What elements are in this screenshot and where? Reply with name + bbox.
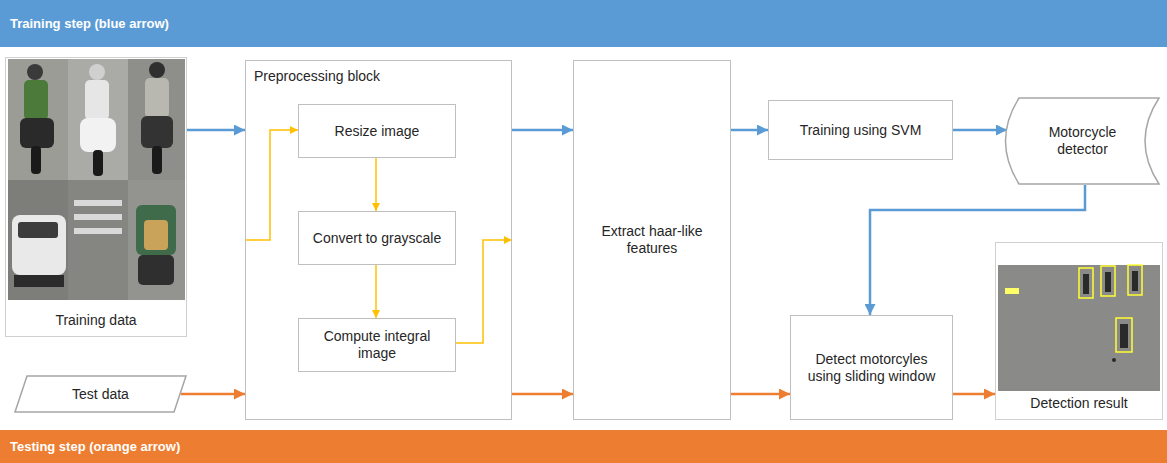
node-label: Training using SVM (800, 122, 922, 139)
flow-arrow (181, 393, 245, 396)
pedicab-base (138, 255, 174, 285)
band-title: Testing step (orange arrow) (10, 439, 180, 455)
image-panel: Training data (5, 57, 187, 337)
motorcycle (1105, 272, 1111, 292)
car-window (18, 222, 58, 238)
photo-background (128, 180, 185, 300)
node-label: Training data (55, 312, 136, 329)
road-marking (74, 228, 122, 234)
node-label: Compute integral image (309, 328, 445, 362)
training-photos (8, 59, 185, 300)
road-marking (74, 214, 122, 220)
flow-arrow (953, 129, 1007, 132)
process-box: Detect motorcyles using sliding window (790, 315, 953, 420)
flow-arrow (245, 130, 298, 240)
helmet (149, 62, 165, 78)
motorcycle (1083, 274, 1089, 294)
section-band: Testing step (orange arrow) (0, 430, 1167, 463)
rider (85, 80, 109, 120)
photo-background (68, 59, 128, 180)
wheel (152, 146, 162, 174)
photo-background (68, 180, 128, 300)
node-label: Test data (72, 386, 129, 403)
data-parallelogram-path (15, 376, 186, 412)
flow-arrow (375, 158, 377, 211)
wheel (93, 150, 103, 176)
flow-arrow (870, 185, 1085, 315)
flow-arrow (953, 393, 995, 396)
motorcycle (80, 118, 116, 152)
motorcycle (1120, 324, 1128, 348)
photo-background (8, 59, 68, 180)
motorcycle (141, 116, 173, 148)
detection-box (1128, 265, 1142, 295)
rider (24, 80, 48, 120)
node-label: Preprocessing block (254, 68, 380, 85)
object (1112, 358, 1116, 362)
node-label: Motorcycle detector (1031, 124, 1134, 158)
score-tag (1005, 288, 1019, 294)
car (12, 215, 66, 275)
rider (145, 78, 169, 118)
node-label: Extract haar-like features (584, 223, 720, 257)
wheel (31, 146, 41, 174)
detection-box (1116, 318, 1132, 352)
detection-box (1079, 268, 1093, 298)
flow-arrow (375, 265, 377, 318)
storage-shape: Motorcycle detector (1005, 97, 1160, 185)
flow-arrow (187, 129, 245, 132)
data-parallelogram: Test data (14, 375, 187, 413)
node-label: Detection result (1030, 395, 1127, 412)
photo-background (998, 265, 1160, 391)
node-label: Detect motorcyles using sliding window (801, 351, 942, 385)
road-marking (74, 200, 122, 206)
flow-arrow (512, 393, 573, 396)
photo-background (128, 59, 185, 180)
node-label: Convert to grayscale (313, 230, 441, 247)
photo-background (8, 180, 68, 300)
flow-arrow (456, 240, 512, 343)
image-panel: Detection result (995, 242, 1163, 420)
band-title: Training step (blue arrow) (10, 16, 169, 32)
process-box: Resize image (298, 104, 456, 158)
process-box: Convert to grayscale (298, 211, 456, 265)
helmet (89, 64, 105, 80)
pedicab (136, 205, 176, 255)
helmet (27, 64, 43, 80)
flow-arrow (512, 129, 573, 132)
car-bumper (14, 275, 64, 287)
motorcycle (20, 118, 54, 148)
storage-shape-path (1006, 98, 1160, 184)
node-label: Resize image (335, 123, 420, 140)
process-box: Training using SVM (768, 100, 953, 160)
group-box: Resize imageConvert to grayscaleCompute … (245, 60, 512, 420)
detection-box (1101, 266, 1115, 296)
pedicab-seat (144, 220, 168, 250)
process-box: Extract haar-like features (573, 60, 731, 420)
flow-arrow (731, 393, 790, 396)
section-band: Training step (blue arrow) (0, 0, 1167, 47)
detection-photo (998, 265, 1160, 391)
process-box: Compute integral image (298, 318, 456, 372)
motorcycle (1132, 271, 1138, 291)
flow-arrow (731, 129, 768, 132)
